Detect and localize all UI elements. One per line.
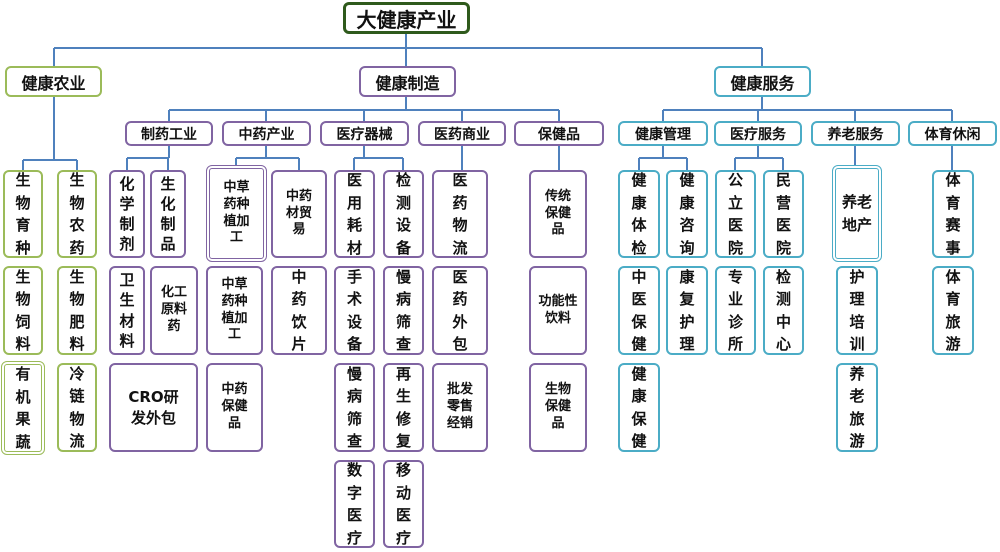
- leaf-herb-planting-1: 中草药种植加工: [206, 165, 267, 262]
- cat-tcm: 中药产业: [222, 121, 311, 146]
- cat-device: 医疗器械: [320, 121, 409, 146]
- leaf-checkup: 健康体检: [618, 170, 660, 258]
- leaf-herb-trade: 中药材贸易: [271, 170, 327, 258]
- branch-mfg: 健康制造: [359, 66, 456, 97]
- leaf-digital-medical: 数字医疗: [334, 460, 375, 548]
- leaf-tcm-care: 中医保健: [618, 266, 660, 355]
- leaf-chronic-screening-2: 慢病筛查: [334, 363, 375, 452]
- cat-mgmt: 健康管理: [618, 121, 708, 146]
- root-node: 大健康产业: [343, 2, 470, 34]
- leaf-organic-produce: 有机果蔬: [1, 361, 45, 455]
- leaf-bio-pesticide: 生物农药: [57, 170, 97, 258]
- leaf-private-hosp: 民营医院: [763, 170, 804, 258]
- leaf-surgical: 手术设备: [334, 266, 375, 355]
- cat-health-food: 保健品: [514, 121, 604, 146]
- leaf-bio-hf: 生物保健品: [529, 363, 587, 452]
- leaf-testing-equipment: 检测设备: [383, 170, 424, 258]
- leaf-consult: 健康咨询: [666, 170, 708, 258]
- leaf-tcm-health: 中药保健品: [206, 363, 263, 452]
- leaf-chronic-screening-1: 慢病筛查: [383, 266, 424, 355]
- branch-svc: 健康服务: [714, 66, 811, 97]
- leaf-bio-fertilizer: 生物肥料: [57, 266, 97, 355]
- cat-pharma: 制药工业: [125, 121, 213, 146]
- leaf-wholesale: 批发零售经销: [432, 363, 488, 452]
- leaf-bio-products: 生化制品: [150, 170, 186, 258]
- leaf-pharma-logistics: 医药物流: [432, 170, 488, 258]
- leaf-traditional-hf: 传统保健品: [529, 170, 587, 258]
- branch-agri: 健康农业: [5, 66, 102, 97]
- leaf-wellness: 健康保健: [618, 363, 660, 452]
- leaf-consumables: 医用耗材: [334, 170, 375, 258]
- leaf-functional-drinks: 功能性饮料: [529, 266, 587, 355]
- leaf-hygiene: 卫生材料: [109, 266, 145, 355]
- leaf-chem-pharma: 化学制剂: [109, 170, 145, 258]
- leaf-sports-travel: 体育旅游: [932, 266, 974, 355]
- leaf-elder-realty: 养老地产: [832, 165, 882, 262]
- leaf-rehab: 康复护理: [666, 266, 708, 355]
- leaf-cold-chain: 冷链物流: [57, 363, 97, 452]
- cat-elderly: 养老服务: [811, 121, 900, 146]
- leaf-clinic: 专业诊所: [715, 266, 756, 355]
- leaf-nurse-train: 护理培训: [836, 266, 878, 355]
- cat-sports: 体育休闲: [908, 121, 997, 146]
- leaf-pharma-outsource: 医药外包: [432, 266, 488, 355]
- leaf-cro: CRO研发外包: [109, 363, 198, 452]
- leaf-regen: 再生修复: [383, 363, 424, 452]
- cat-commerce: 医药商业: [418, 121, 506, 146]
- leaf-bio-breeding: 生物育种: [3, 170, 43, 258]
- leaf-bio-feed: 生物饲料: [3, 266, 43, 355]
- cat-medical: 医疗服务: [714, 121, 802, 146]
- leaf-mobile-medical: 移动医疗: [383, 460, 424, 548]
- leaf-sports-events: 体育赛事: [932, 170, 974, 258]
- leaf-herb-planting-2: 中草药种植加工: [206, 266, 263, 355]
- leaf-chem-api: 化工原料药: [150, 266, 198, 355]
- leaf-tcm-pieces: 中药饮片: [271, 266, 327, 355]
- leaf-public-hosp: 公立医院: [715, 170, 756, 258]
- leaf-elder-travel: 养老旅游: [836, 363, 878, 452]
- leaf-test-center: 检测中心: [763, 266, 804, 355]
